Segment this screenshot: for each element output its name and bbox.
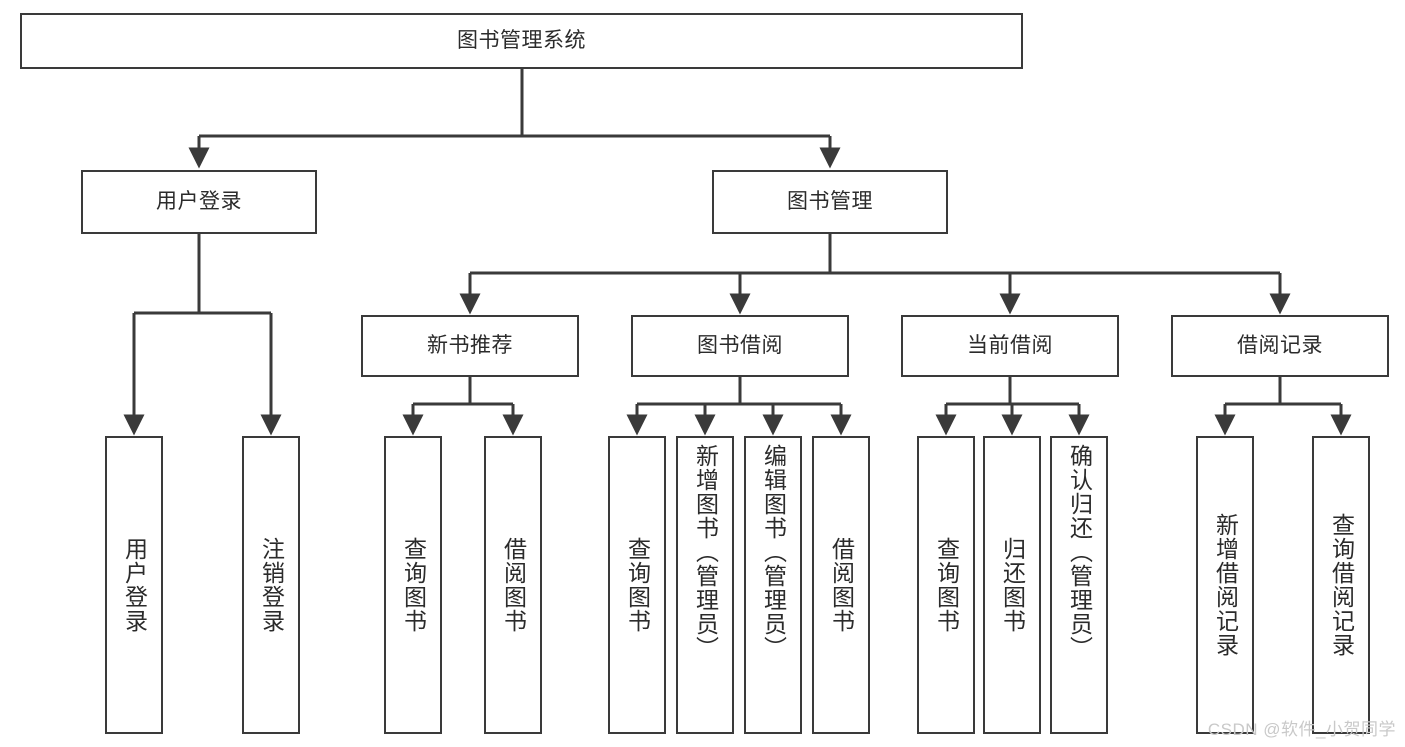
watermark: CSDN @软件_小贺同学	[1207, 720, 1396, 739]
leaf-label: 查询图书	[400, 537, 427, 633]
leaf-new-book-borrow[interactable]: 借阅图书	[484, 436, 542, 734]
leaf-book-borrow-borrow[interactable]: 借阅图书	[812, 436, 870, 734]
leaf-label: 查询借阅记录	[1328, 513, 1355, 657]
leaf-label: 新增借阅记录	[1212, 513, 1239, 657]
node-book-management[interactable]: 图书管理	[712, 170, 948, 234]
node-book-borrow-label: 图书借阅	[697, 333, 783, 357]
leaf-label: 借阅图书	[828, 537, 855, 633]
leaf-label: 注销登录	[258, 537, 285, 633]
leaf-user-login-logout[interactable]: 注销登录	[242, 436, 300, 734]
node-book-management-label: 图书管理	[787, 189, 873, 213]
node-root[interactable]: 图书管理系统	[20, 13, 1023, 69]
leaf-borrow-record-query[interactable]: 查询借阅记录	[1312, 436, 1370, 734]
leaf-label: 确认归还（管理员）	[1066, 444, 1093, 660]
node-current-borrow-label: 当前借阅	[967, 333, 1053, 357]
node-borrow-record[interactable]: 借阅记录	[1171, 315, 1389, 377]
leaf-book-borrow-edit[interactable]: 编辑图书（管理员）	[744, 436, 802, 734]
leaf-user-login-login[interactable]: 用户登录	[105, 436, 163, 734]
leaf-label: 借阅图书	[500, 537, 527, 633]
leaf-new-book-query[interactable]: 查询图书	[384, 436, 442, 734]
leaf-label: 新增图书（管理员）	[692, 444, 719, 660]
leaf-current-borrow-confirm-return[interactable]: 确认归还（管理员）	[1050, 436, 1108, 734]
leaf-label: 用户登录	[121, 537, 148, 633]
leaf-label: 归还图书	[999, 537, 1026, 633]
leaf-book-borrow-query[interactable]: 查询图书	[608, 436, 666, 734]
leaf-current-borrow-return[interactable]: 归还图书	[983, 436, 1041, 734]
leaf-borrow-record-add[interactable]: 新增借阅记录	[1196, 436, 1254, 734]
node-new-book-recommend[interactable]: 新书推荐	[361, 315, 579, 377]
node-book-borrow[interactable]: 图书借阅	[631, 315, 849, 377]
node-root-label: 图书管理系统	[457, 28, 586, 52]
node-borrow-record-label: 借阅记录	[1237, 333, 1323, 357]
node-user-login[interactable]: 用户登录	[81, 170, 317, 234]
node-user-login-label: 用户登录	[156, 189, 242, 213]
leaf-label: 编辑图书（管理员）	[760, 444, 787, 660]
leaf-current-borrow-query[interactable]: 查询图书	[917, 436, 975, 734]
leaf-label: 查询图书	[933, 537, 960, 633]
leaf-book-borrow-add[interactable]: 新增图书（管理员）	[676, 436, 734, 734]
leaf-label: 查询图书	[624, 537, 651, 633]
node-new-book-recommend-label: 新书推荐	[427, 333, 513, 357]
node-current-borrow[interactable]: 当前借阅	[901, 315, 1119, 377]
